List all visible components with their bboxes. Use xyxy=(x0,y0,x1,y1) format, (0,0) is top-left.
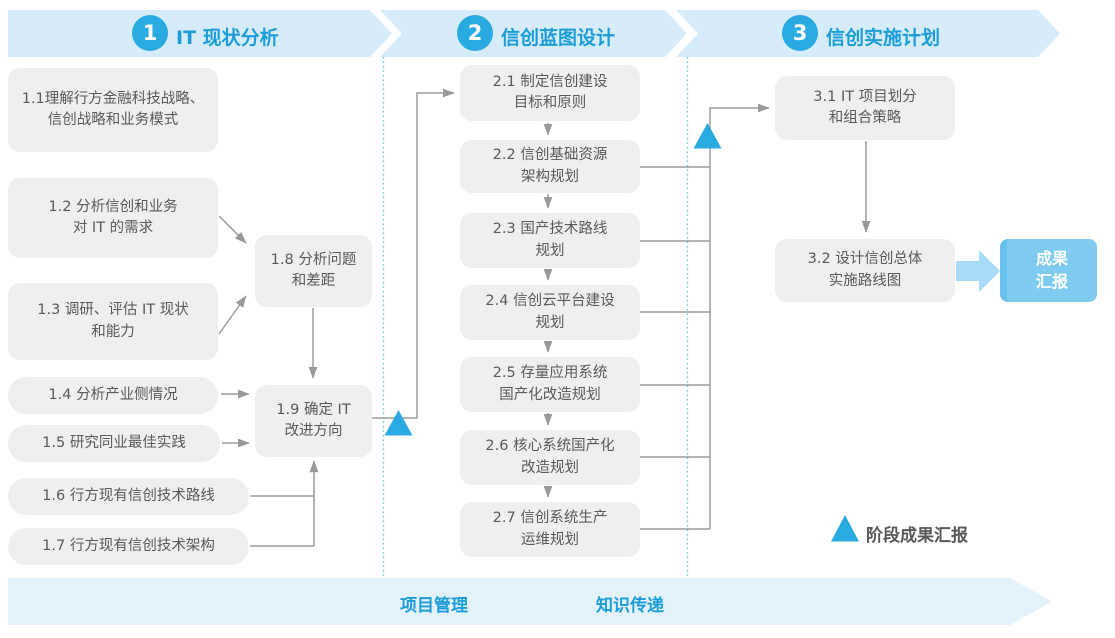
legend-label: 阶段成果汇报 xyxy=(866,526,968,546)
node-1-5: 1.5 研究同业最佳实践 xyxy=(8,425,220,462)
node-1-4: 1.4 分析产业侧情况 xyxy=(8,377,218,414)
result-report-box: 成果 汇报 xyxy=(1000,239,1097,302)
phase2-number-badge: 2 xyxy=(457,15,493,51)
header-band-phase3 xyxy=(676,10,1060,57)
node-1-7: 1.7 行方现有信创技术架构 xyxy=(8,528,249,565)
node-2-5: 2.5 存量应用系统 国产化改造规划 xyxy=(460,357,640,412)
phase1-title: IT 现状分析 xyxy=(176,27,279,49)
node-2-7: 2.7 信创系统生产 运维规划 xyxy=(460,502,640,557)
node-3-1: 3.1 IT 项目划分 和组合策略 xyxy=(775,76,955,140)
header-band-phase2 xyxy=(380,10,687,57)
node-1-2: 1.2 分析信创和业务 对 IT 的需求 xyxy=(8,178,218,258)
arrow-1-2-to-1-8 xyxy=(218,215,247,244)
node-2-4: 2.4 信创云平台建设 规划 xyxy=(460,285,640,340)
node-2-3: 2.3 国产技术路线 规划 xyxy=(460,213,640,268)
node-1-6: 1.6 行方现有信创技术路线 xyxy=(8,478,249,515)
arrow-1-3-to-1-8 xyxy=(218,295,247,335)
node-1-8: 1.8 分析问题 和差距 xyxy=(255,235,372,307)
node-1-9: 1.9 确定 IT 改进方向 xyxy=(255,385,372,457)
bottom-band-item-knowledge-transfer: 知识传递 xyxy=(596,596,664,616)
bottom-band-item-project-management: 项目管理 xyxy=(400,596,468,616)
node-1-3: 1.3 调研、评估 IT 现状 和能力 xyxy=(8,283,218,360)
node-2-6: 2.6 核心系统国产化 改造规划 xyxy=(460,430,640,485)
arrow-1-9-to-2-1 xyxy=(372,88,455,419)
bottom-band-arrow xyxy=(8,578,1052,625)
node-1-1: 1.1理解行方金融科技战略、 信创战略和业务模式 xyxy=(8,68,218,152)
node-2-1: 2.1 制定信创建设 目标和原则 xyxy=(460,65,640,121)
phase1-number-badge: 1 xyxy=(132,15,168,51)
legend-triangle-icon xyxy=(831,515,859,542)
node-2-2: 2.2 信创基础资源 架构规划 xyxy=(460,140,640,193)
phase3-number-badge: 3 xyxy=(782,15,818,51)
milestone-triangle-phase2 xyxy=(693,123,722,149)
milestone-triangle-phase1 xyxy=(384,410,413,436)
node-3-2: 3.2 设计信创总体 实施路线图 xyxy=(775,239,955,302)
arrow-collector-to-3-1 xyxy=(709,103,770,529)
big-arrow-to-result-icon xyxy=(956,250,1000,292)
header-band-phase1 xyxy=(8,10,392,57)
phase3-title: 信创实施计划 xyxy=(826,27,941,49)
phase2-title: 信创蓝图设计 xyxy=(501,27,616,49)
